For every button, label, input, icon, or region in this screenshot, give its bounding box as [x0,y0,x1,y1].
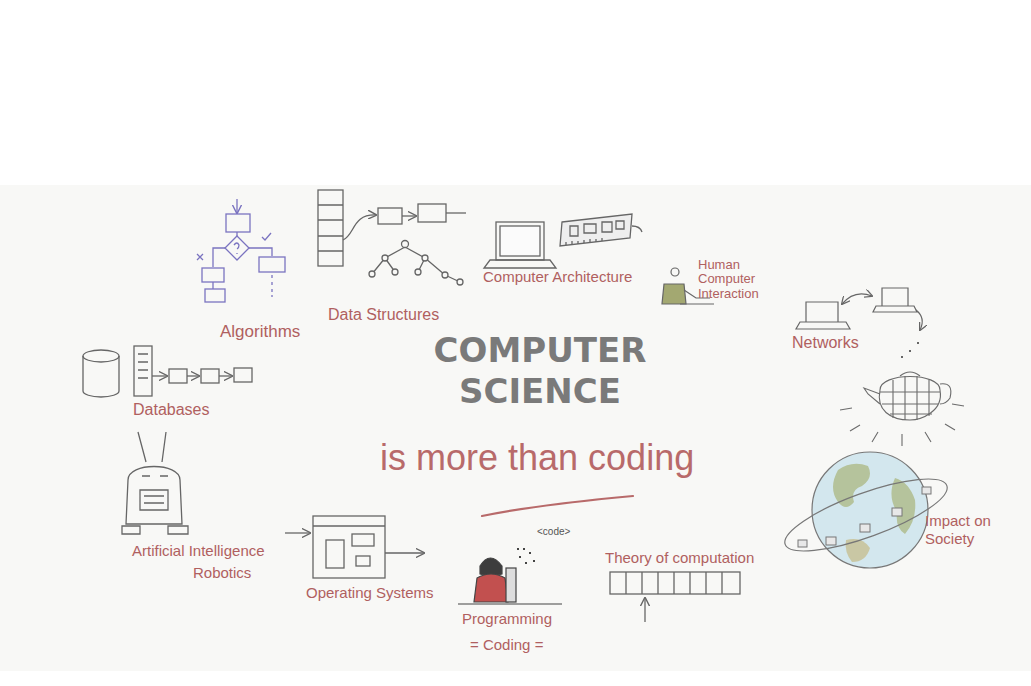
background-panel [0,185,1031,671]
computer-sketch [484,214,642,268]
globe-sketch [778,452,955,568]
teapot-sketch [840,372,964,446]
topic-label: Impact on Society [925,512,995,548]
os-sketch [313,516,424,578]
code-note: <code> [537,526,570,538]
topic-label: Theory of computation [605,549,754,567]
topic-label: Databases [133,400,210,419]
topic-label: = Coding = [470,636,543,654]
flowchart-sketch [197,199,285,302]
tagline: is more than coding [380,436,694,479]
topic-label: Algorithms [220,322,300,342]
topic-label: Artificial Intelligence [132,542,265,560]
topic-label: Networks [792,333,859,352]
main-title: COMPUTER SCIENCE [410,330,670,412]
topic-label: Programming [462,610,552,628]
database-sketch [83,346,252,397]
turing-tape-sketch [610,572,740,622]
topic-label: Human Computer Interaction [698,258,780,301]
topic-label: Data Structures [328,305,439,324]
arrow-symbol [285,532,310,533]
data-structure-sketch [318,190,466,285]
topic-label: Operating Systems [306,584,434,602]
robot-sketch [122,432,188,534]
topic-label: Robotics [193,564,251,582]
programmer-sketch [458,548,562,604]
topic-label: Computer Architecture [483,268,632,286]
underline-stroke [482,496,633,516]
